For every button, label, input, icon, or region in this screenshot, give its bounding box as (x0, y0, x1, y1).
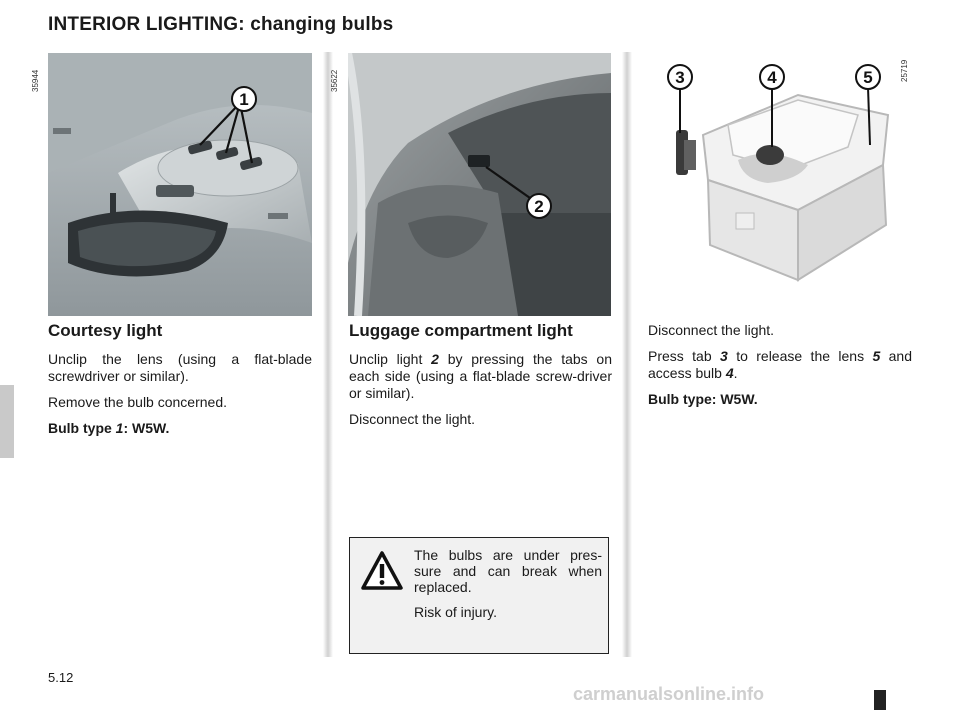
section-heading: Luggage compartment light (349, 321, 573, 340)
instruction-text: Unclip light 2 by pressing the tabs on e… (349, 351, 612, 401)
instruction-text: Remove the bulb concerned. (48, 394, 227, 410)
luggage-light-photo: 2 (348, 53, 611, 316)
bulb-type: Bulb type 1: W5W. (48, 420, 170, 436)
figure-ref-code: 25719 (900, 59, 909, 82)
chapter-tab (0, 385, 14, 458)
instruction-text: Unclip the lens (using a flat-blade scre… (48, 351, 312, 384)
warning-triangle-icon (361, 551, 403, 590)
instruction-text: Disconnect the light. (648, 322, 775, 338)
column-divider (323, 52, 333, 657)
page-number: 5.12 (48, 670, 74, 685)
luggage-light-section: Luggage compartment light Unclip light 2… (349, 322, 612, 437)
figure-ref-code: 35944 (31, 69, 40, 92)
figure-ref-code: 35622 (330, 69, 339, 92)
warning-text: The bulbs are under pres-sure and can br… (414, 547, 602, 595)
page-marker (874, 690, 886, 710)
section-heading: Courtesy light (48, 321, 163, 340)
bulb-unit-drawing: 3 4 5 (648, 55, 896, 290)
instruction-text: Disconnect the light. (349, 411, 476, 427)
bulb-type: Bulb type: W5W. (648, 391, 758, 407)
callout-label: 3 (675, 68, 684, 87)
callout-label: 1 (239, 90, 248, 109)
callout-label: 5 (863, 68, 872, 87)
column-divider (622, 52, 632, 657)
courtesy-light-section: Courtesy light Unclip the lens (using a … (48, 322, 312, 446)
callout-label: 4 (767, 68, 777, 87)
watermark: carmanualsonline.info (573, 684, 765, 704)
courtesy-light-photo: 1 (48, 53, 312, 316)
instruction-text: Press tab 3 to release the lens 5 and ac… (648, 348, 913, 381)
bulb-replacement-section: Disconnect the light. Press tab 3 to rel… (648, 322, 912, 417)
warning-box: The bulbs are under pres-sure and can br… (349, 537, 609, 654)
warning-text: Risk of injury. (414, 604, 497, 620)
callout-label: 2 (534, 197, 543, 216)
page-title: INTERIOR LIGHTING: changing bulbs (48, 14, 394, 35)
